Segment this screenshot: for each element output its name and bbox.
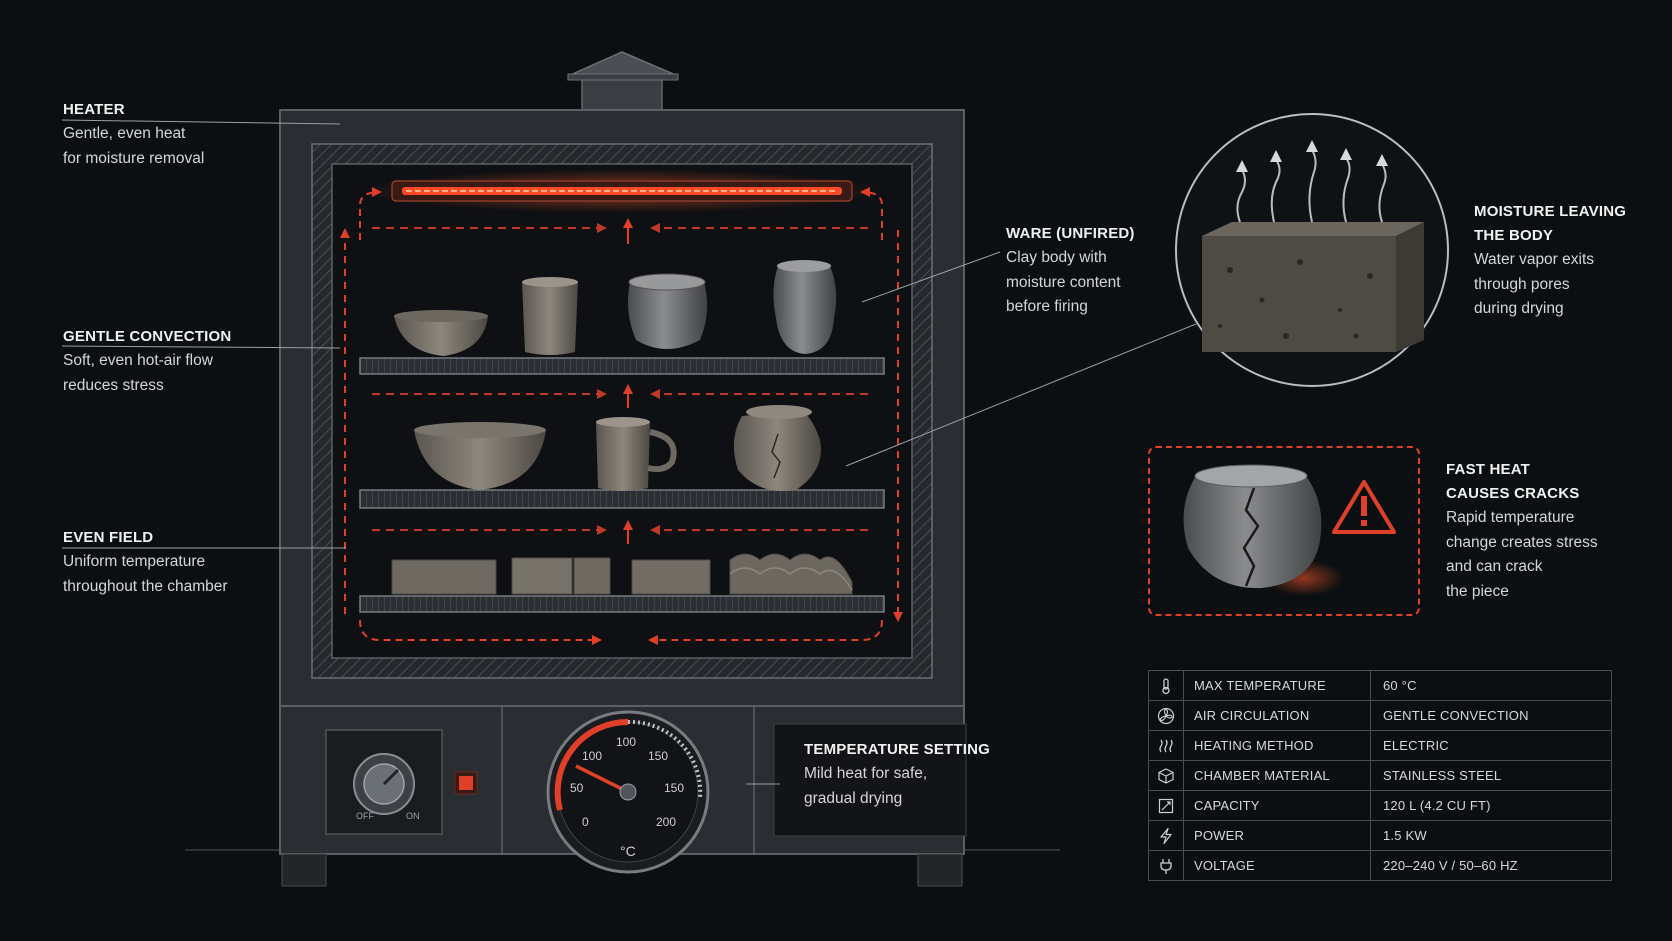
spec-value: ELECTRIC [1370, 730, 1612, 761]
switch-on-label: ON [406, 811, 420, 821]
gauge-needle [575, 764, 629, 794]
callout-convection-line: reduces stress [63, 376, 164, 394]
spec-value: GENTLE CONVECTION [1370, 700, 1612, 731]
warning-triangle-icon [1332, 480, 1396, 534]
table-row: CHAMBER MATERIAL STAINLESS STEEL [1148, 760, 1612, 791]
spec-name: HEATING METHOD [1183, 730, 1371, 761]
gauge-tick-100a: 100 [582, 749, 602, 763]
indicator-light [454, 771, 478, 795]
temperature-gauge[interactable] [546, 710, 710, 874]
callout-convection-title: GENTLE CONVECTION [63, 328, 232, 345]
power-switch-knob[interactable] [353, 753, 415, 815]
callout-fast-heat-line: change creates stress [1446, 533, 1598, 551]
fast-heat-warning-box [1148, 446, 1420, 616]
table-row: AIR CIRCULATION GENTLE CONVECTION [1148, 700, 1612, 731]
callout-fast-heat-title: FAST HEAT [1446, 461, 1531, 478]
spec-name: CAPACITY [1183, 790, 1371, 821]
table-row: CAPACITY 120 L (4.2 CU FT) [1148, 790, 1612, 821]
spec-value: 1.5 kW [1370, 820, 1612, 851]
convection-arrows [340, 187, 903, 645]
spec-value: 120 L (4.2 CU FT) [1370, 790, 1612, 821]
table-row: VOLTAGE 220–240 V / 50–60 Hz [1148, 850, 1612, 881]
wares-middle-shelf [414, 405, 821, 492]
callout-ware: WARE (UNFIRED) Clay body with moisture c… [1006, 222, 1135, 320]
spec-name: AIR CIRCULATION [1183, 700, 1371, 731]
callout-temp-setting-line: Mild heat for safe, [804, 765, 928, 782]
callout-moisture-line: Water vapor exits [1474, 251, 1595, 268]
callout-moisture-line: through pores [1474, 275, 1570, 293]
foot-left [281, 853, 327, 887]
callout-ware-line: Clay body with [1006, 249, 1107, 266]
callout-heater-title: HEATER [63, 101, 125, 118]
leader-lines [61, 119, 1197, 785]
heater-element [362, 169, 882, 213]
cube-icon [1157, 767, 1175, 784]
callout-convection: GENTLE CONVECTION Soft, even hot-air flo… [63, 325, 231, 398]
spec-name: MAX TEMPERATURE [1183, 670, 1371, 701]
vent-chimney [567, 51, 679, 111]
callout-even-field-title: EVEN FIELD [63, 529, 154, 546]
callout-ware-title: WARE (UNFIRED) [1006, 225, 1135, 242]
cracked-pot-detail [1183, 464, 1344, 596]
shelf-top [359, 357, 885, 375]
callout-temp-setting-line: gradual drying [804, 789, 903, 807]
callout-moisture-title: MOISTURE LEAVING [1474, 203, 1627, 220]
gauge-tick-100b: 100 [616, 735, 636, 749]
wares-bottom-shelf [391, 553, 853, 595]
gauge-tick-50: 50 [570, 781, 584, 795]
callout-heater-line: for moisture removal [63, 149, 205, 167]
callout-temp-setting-title: TEMPERATURE SETTING [804, 741, 991, 758]
table-row: MAX TEMPERATURE 60 °C [1148, 670, 1612, 701]
callout-heater: HEATER Gentle, even heat for moisture re… [63, 98, 204, 171]
spec-name: VOLTAGE [1183, 850, 1371, 881]
callout-moisture-title: THE BODY [1474, 227, 1554, 244]
thermometer-icon [1157, 677, 1175, 694]
callout-fast-heat: FAST HEAT CAUSES CRACKS Rapid temperatur… [1446, 458, 1598, 604]
callout-even-field-line: throughout the chamber [63, 577, 228, 595]
spec-name: POWER [1183, 820, 1371, 851]
callout-fast-heat-line: the piece [1446, 582, 1509, 600]
callout-heater-line: Gentle, even heat [63, 125, 186, 142]
callout-fast-heat-line: Rapid temperature [1446, 509, 1575, 526]
capacity-icon [1157, 797, 1175, 813]
callout-moisture: MOISTURE LEAVING THE BODY Water vapor ex… [1474, 200, 1626, 322]
callout-moisture-line: during drying [1474, 300, 1564, 317]
callout-fast-heat-title: CAUSES CRACKS [1446, 485, 1580, 502]
gauge-tick-150b: 150 [664, 781, 684, 795]
gauge-tick-200: 200 [656, 815, 676, 829]
callout-even-field: EVEN FIELD Uniform temperature throughou… [63, 526, 228, 599]
switch-off-label: OFF [356, 811, 374, 821]
shelf-middle [359, 489, 885, 509]
wares-top-shelf [394, 260, 837, 356]
gauge-unit: °C [620, 843, 636, 859]
plug-icon [1157, 857, 1175, 874]
heat-waves-icon [1157, 737, 1175, 752]
shelf-bottom [359, 595, 885, 613]
foot-right [917, 853, 963, 887]
callout-temp-setting: TEMPERATURE SETTING Mild heat for safe, … [804, 738, 990, 811]
gauge-tick-150a: 150 [648, 749, 668, 763]
callout-even-field-line: Uniform temperature [63, 553, 206, 570]
spec-value: STAINLESS STEEL [1370, 760, 1612, 791]
callout-ware-line: before firing [1006, 298, 1088, 315]
table-row: HEATING METHOD ELECTRIC [1148, 730, 1612, 761]
callout-convection-line: Soft, even hot-air flow [63, 352, 213, 369]
spec-table: MAX TEMPERATURE 60 °C AIR CIRCULATION GE… [1148, 670, 1612, 881]
gauge-tick-0: 0 [582, 815, 589, 829]
callout-ware-line: moisture content [1006, 273, 1121, 291]
callout-fast-heat-line: and can crack [1446, 558, 1543, 575]
spec-value: 220–240 V / 50–60 Hz [1370, 850, 1612, 881]
moisture-detail-circle [1175, 113, 1449, 387]
spec-name: CHAMBER MATERIAL [1183, 760, 1371, 791]
table-row: POWER 1.5 kW [1148, 820, 1612, 851]
lightning-icon [1157, 827, 1175, 844]
spec-value: 60 °C [1370, 670, 1612, 701]
fan-icon [1157, 707, 1175, 724]
